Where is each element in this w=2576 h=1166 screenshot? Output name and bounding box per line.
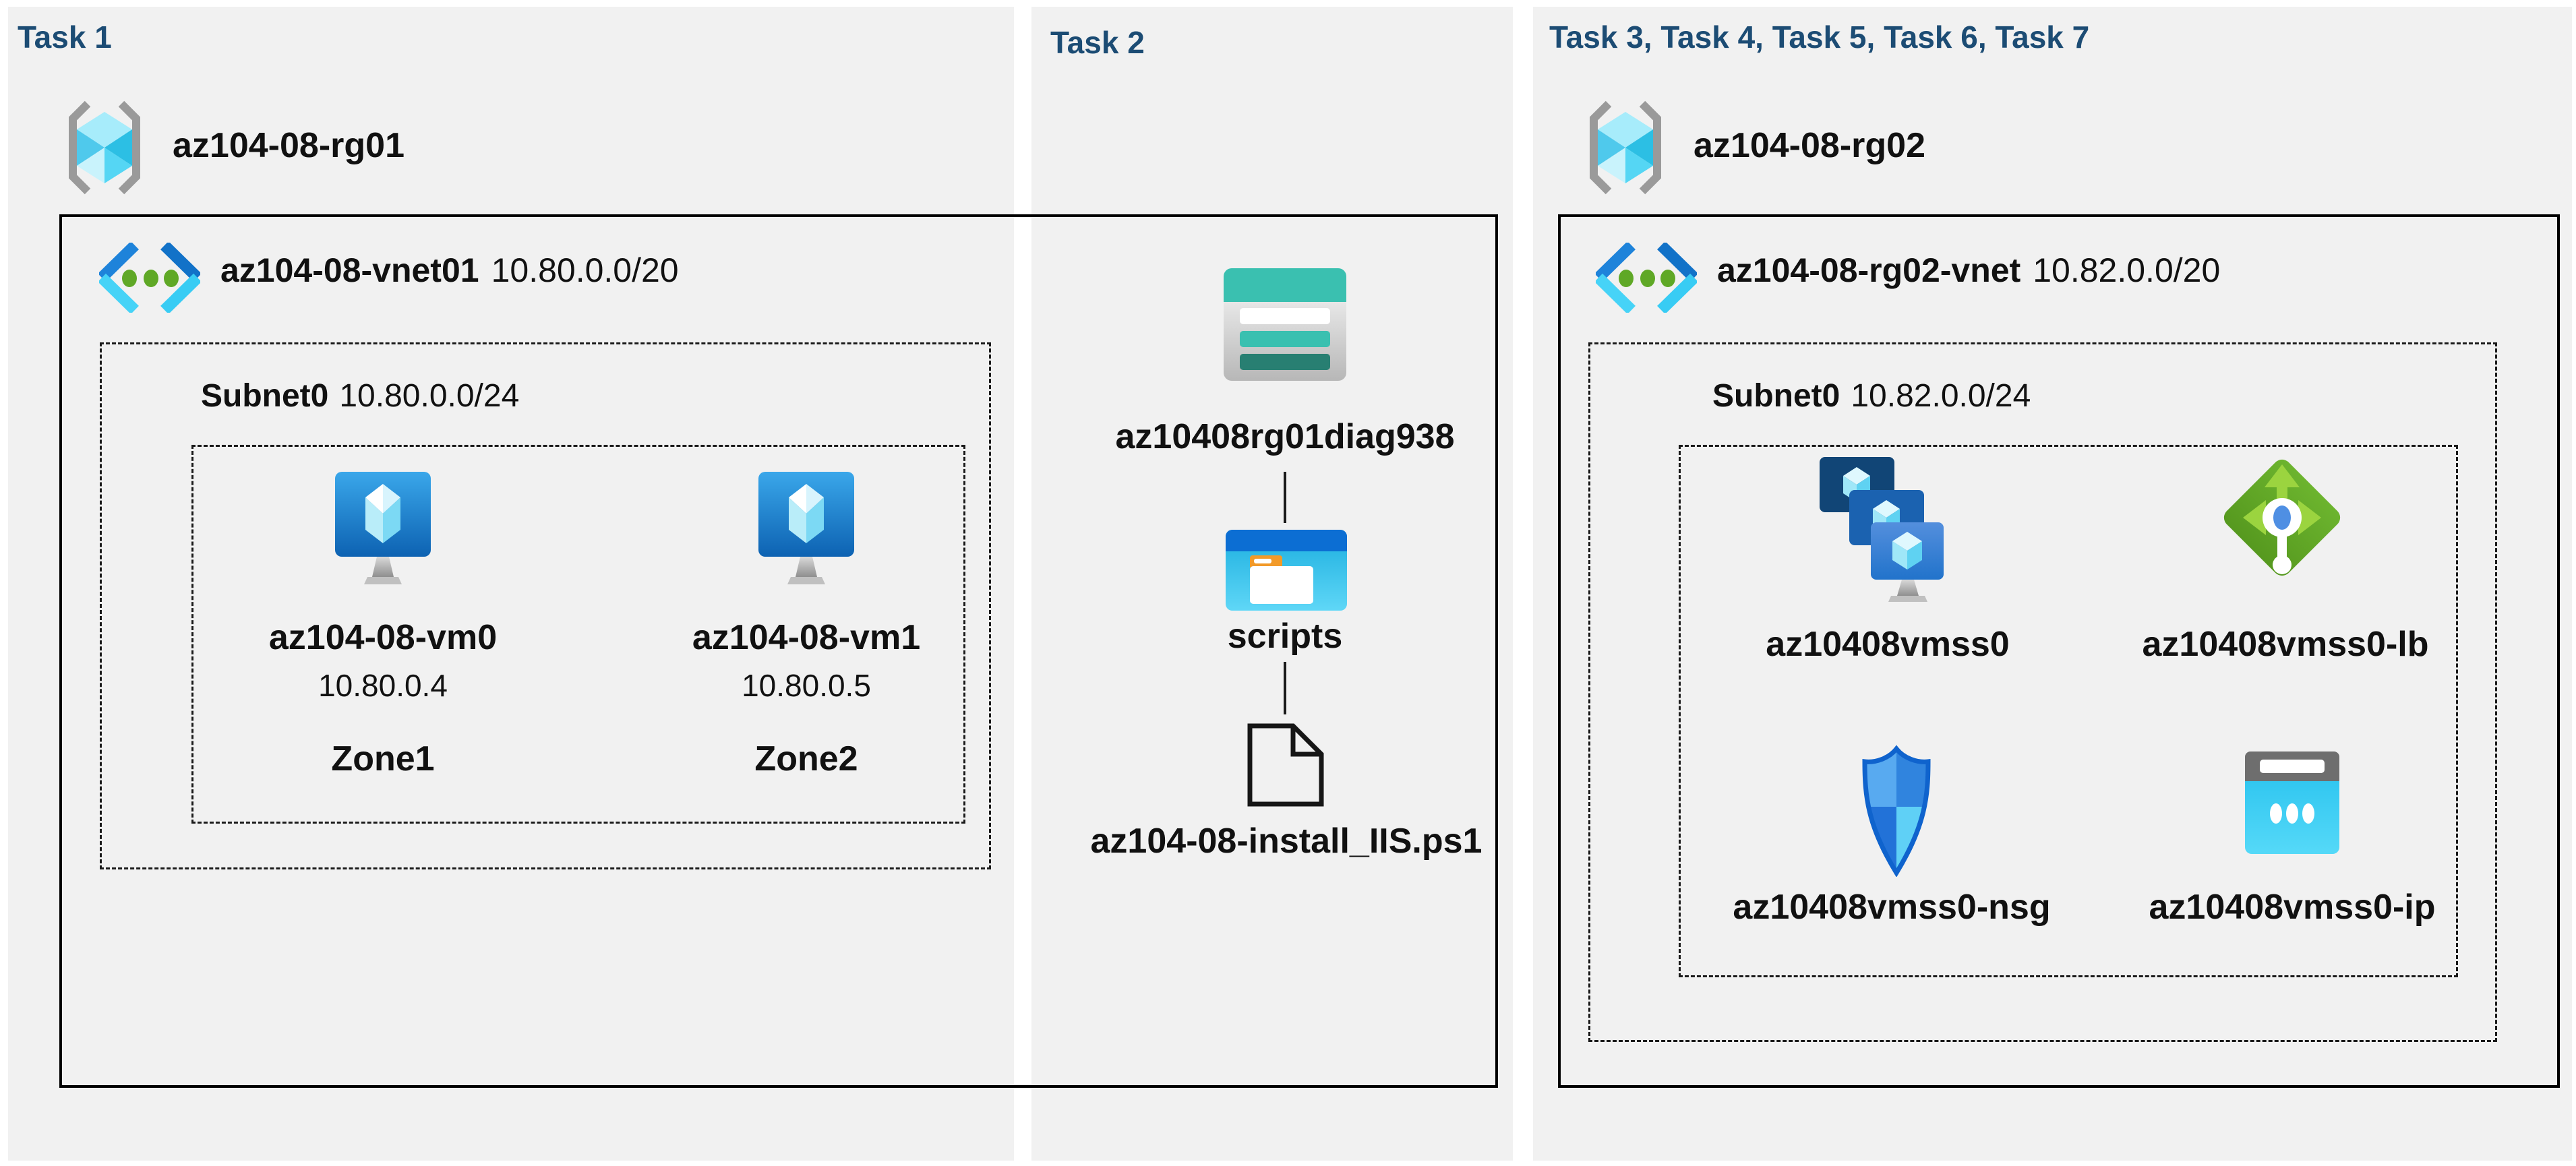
vnet01-label: az104-08-vnet01 10.80.0.0/20	[220, 251, 679, 290]
vm-scale-set-icon	[1820, 457, 1944, 602]
vm1-ip: 10.80.0.5	[742, 668, 871, 703]
script-file-icon	[1247, 723, 1324, 807]
virtual-machine-icon	[758, 472, 854, 584]
task3-title: Task 3, Task 4, Task 5, Task 6, Task 7	[1549, 20, 2090, 55]
virtual-machine-icon	[335, 472, 431, 584]
scripts-folder-icon	[1226, 530, 1347, 611]
vnet01-name: az104-08-vnet01	[220, 251, 479, 289]
subnet0-cidr-task3: 10.82.0.0/24	[1851, 378, 2031, 414]
network-security-group-icon	[1862, 745, 1931, 877]
virtual-network-icon	[1596, 243, 1697, 313]
vnet01-box	[59, 214, 1498, 1088]
rg02-vnet-box	[1558, 214, 2560, 1088]
rg02-vnet-label: az104-08-rg02-vnet 10.82.0.0/20	[1717, 251, 2220, 290]
load-balancer-label: az10408vmss0-lb	[2142, 625, 2429, 664]
vm0-name: az104-08-vm0	[268, 618, 498, 657]
connector-scripts-file	[1284, 662, 1286, 714]
vm0-ip: 10.80.0.4	[318, 668, 448, 703]
scripts-folder-label: scripts	[1227, 617, 1343, 656]
subnet0-label-task1: Subnet0 10.80.0.0/24	[201, 377, 519, 415]
script-file-label: az104-08-install_IIS.ps1	[1090, 822, 1482, 861]
load-balancer-icon	[2223, 459, 2341, 576]
subnet0-box-task1	[100, 342, 991, 869]
resource-group-2-label: az104-08-rg02	[1694, 126, 1925, 165]
nsg-label: az10408vmss0-nsg	[1733, 888, 2051, 927]
task3-panel	[1533, 7, 2572, 1161]
vm1-name: az104-08-vm1	[692, 618, 921, 657]
vm1-zone: Zone2	[754, 739, 858, 778]
rg02-vnet-name: az104-08-rg02-vnet	[1717, 251, 2021, 289]
vm-zones-box	[191, 445, 965, 824]
resource-group-icon	[69, 100, 140, 195]
virtual-network-icon	[99, 243, 200, 313]
resource-group-1-label: az104-08-rg01	[173, 126, 405, 165]
storage-account-icon	[1224, 268, 1346, 381]
subnet0-name-task3: Subnet0	[1712, 378, 1840, 414]
vnet01-cidr: 10.80.0.0/20	[491, 251, 679, 289]
subnet0-cidr-task1: 10.80.0.0/24	[339, 378, 520, 414]
task1-panel	[8, 7, 1014, 1161]
rg02-vnet-cidr: 10.82.0.0/20	[2033, 251, 2221, 289]
subnet0-label-task3: Subnet0 10.82.0.0/24	[1712, 377, 2031, 415]
vmss-label: az10408vmss0	[1766, 625, 2010, 664]
subnet0-box-task3	[1588, 342, 2497, 1042]
task2-title: Task 2	[1050, 25, 1145, 60]
public-ip-icon	[2245, 751, 2339, 854]
subnet0-name-task1: Subnet0	[201, 378, 329, 414]
task1-title: Task 1	[18, 20, 112, 55]
resource-group-icon	[1590, 100, 1661, 195]
vm0-zone: Zone1	[331, 739, 435, 778]
storage-account-label: az10408rg01diag938	[1115, 417, 1455, 456]
connector-storage-scripts	[1284, 472, 1286, 523]
vmss-group-box	[1679, 445, 2458, 977]
public-ip-label: az10408vmss0-ip	[2149, 888, 2436, 927]
